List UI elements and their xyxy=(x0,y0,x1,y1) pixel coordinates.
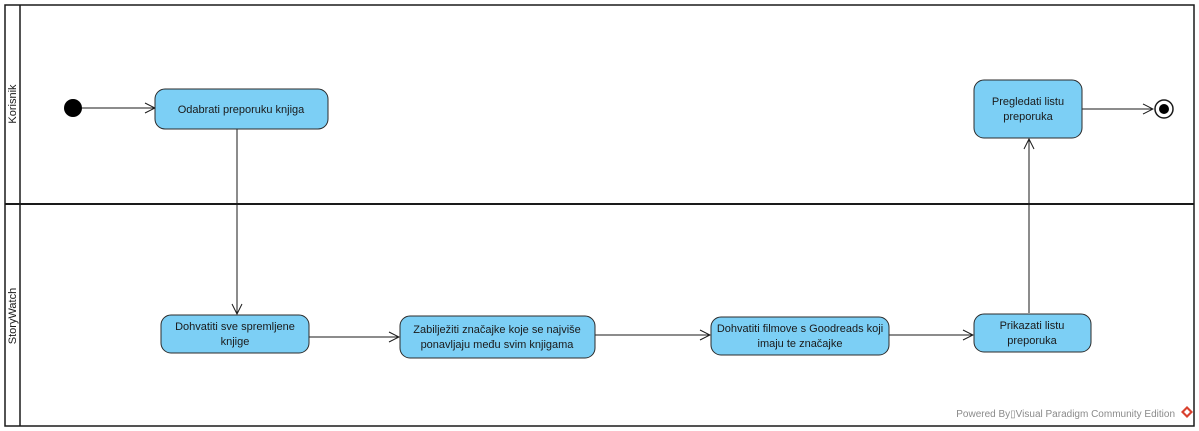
activity-odabrati-preporuku[interactable]: Odabrati preporuku knjiga xyxy=(154,88,329,130)
activity-label-line2: knjige xyxy=(221,336,250,348)
activity-pregledati-listu[interactable]: Pregledati listu preporuka xyxy=(973,79,1083,139)
activity-label-line1: Zabilježiti značajke koje se najviše xyxy=(413,324,581,336)
activity-label-line1: Dohvatiti filmove s Goodreads koji xyxy=(717,323,883,335)
activity-label-line2: preporuka xyxy=(1003,111,1053,123)
lane-label-korisnik: Korisnik xyxy=(7,84,19,124)
control-flows xyxy=(82,108,1153,337)
swimlane-frame xyxy=(4,4,1195,427)
activity-final-node xyxy=(1154,99,1174,119)
activity-zabiljeziti-znacajke[interactable]: Zabilježiti značajke koje se najviše pon… xyxy=(399,315,596,359)
activity-label-line1: Dohvatiti sve spremljene xyxy=(175,321,295,333)
powered-by-footer: Powered By▯Visual Paradigm Community Edi… xyxy=(956,409,1175,420)
initial-node xyxy=(64,99,82,117)
activity-label-line2: ponavljaju među svim knjigama xyxy=(421,339,575,351)
activity-label: Odabrati preporuku knjiga xyxy=(178,104,305,116)
activity-label-line2: preporuka xyxy=(1007,335,1057,347)
activity-dohvatiti-knjige[interactable]: Dohvatiti sve spremljene knjige xyxy=(160,314,310,354)
visual-paradigm-logo-icon xyxy=(1181,406,1193,418)
activity-prikazati-listu[interactable]: Prikazati listu preporuka xyxy=(973,313,1092,353)
activity-label-line1: Pregledati listu xyxy=(992,96,1064,108)
activity-label-line2: imaju te značajke xyxy=(758,338,843,350)
lane-label-storywatch: StoryWatch xyxy=(7,288,19,344)
activity-label-line1: Prikazati listu xyxy=(1000,320,1065,332)
activity-dohvatiti-filmove[interactable]: Dohvatiti filmove s Goodreads koji imaju… xyxy=(710,316,890,356)
